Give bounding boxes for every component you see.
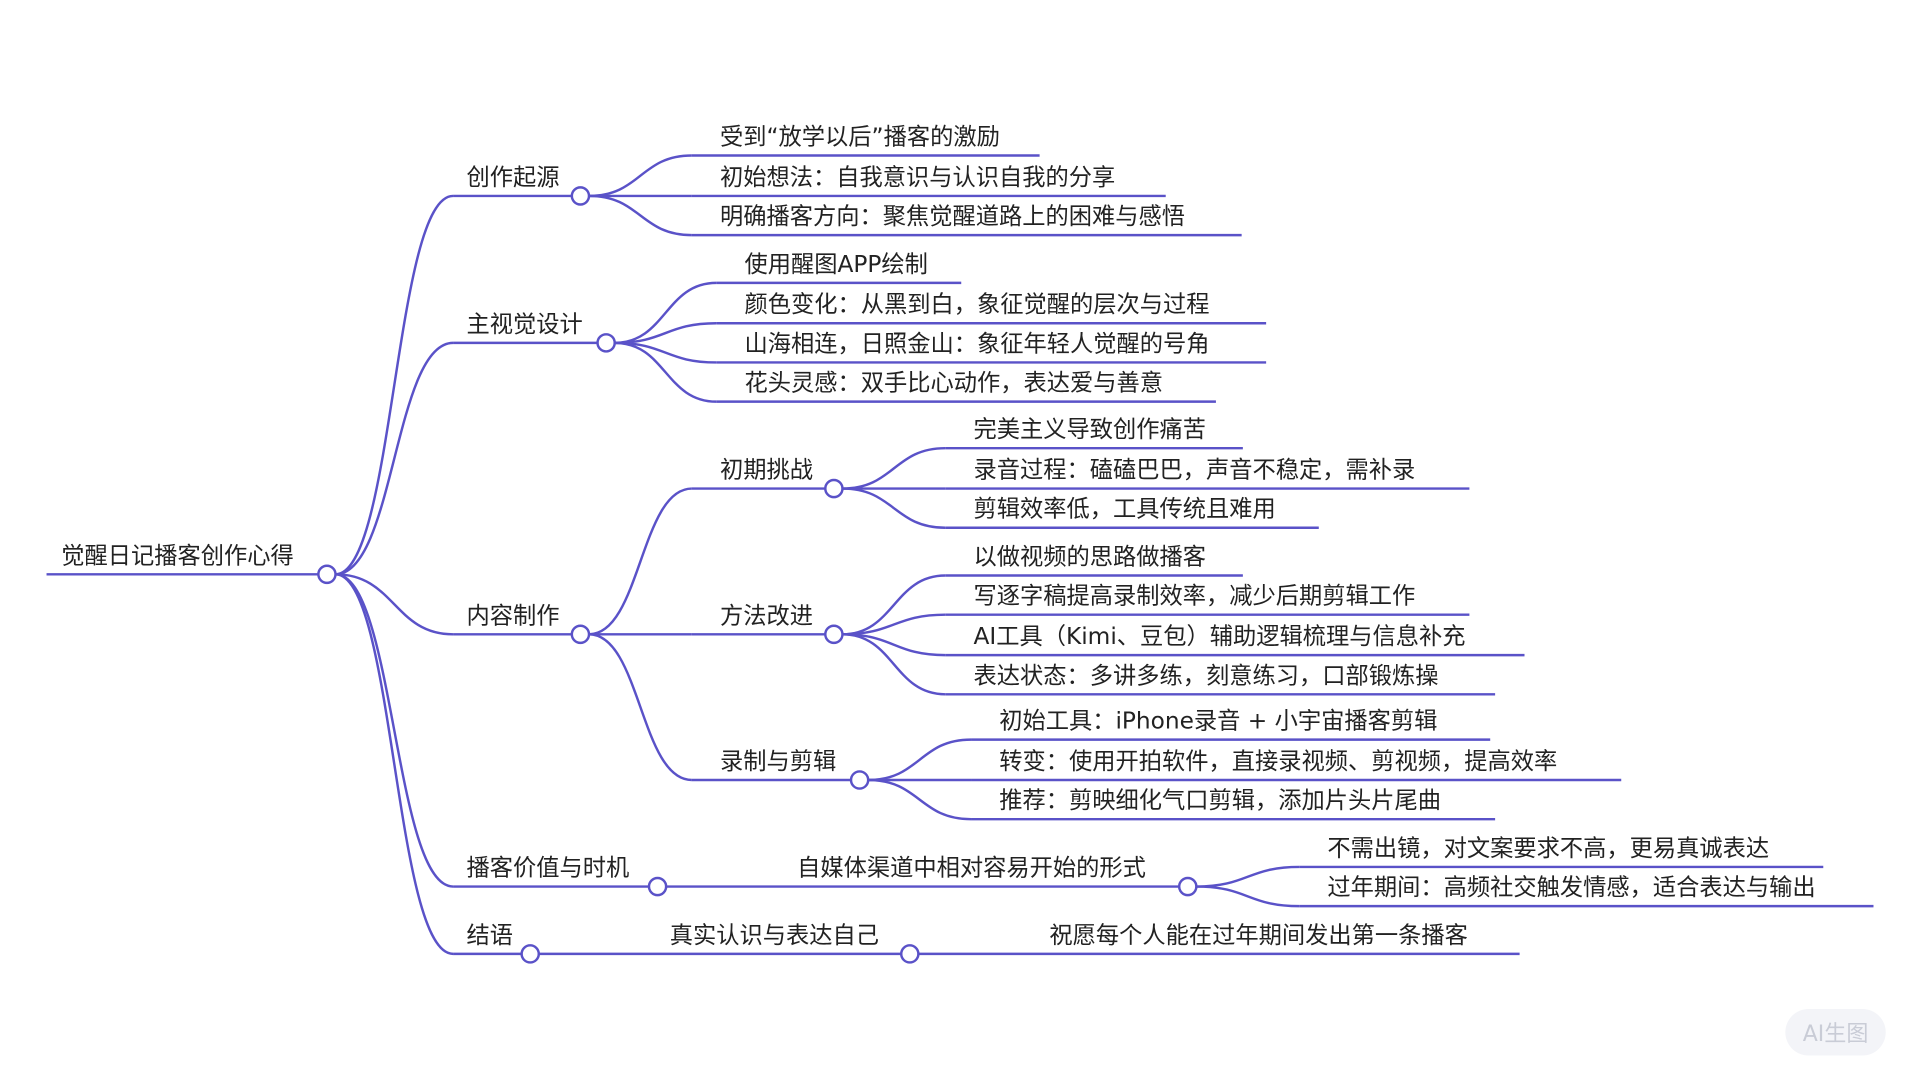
ai-watermark: AI生图 (1785, 1008, 1886, 1056)
node-label[interactable]: 祝愿每个人能在过年期间发出第一条播客 (1049, 922, 1468, 949)
node-label[interactable]: AI工具（Kimi、豆包）辅助逻辑梳理与信息补充 (973, 623, 1465, 650)
node-label[interactable]: 表达状态：多讲多练，刻意练习，口部锻炼操 (973, 662, 1438, 689)
connector-line (868, 738, 972, 782)
node-label[interactable]: 山海相连，日照金山：象征年轻人觉醒的号角 (744, 330, 1209, 357)
node-label[interactable]: 播客价值与时机 (467, 855, 630, 882)
connector-line (588, 194, 692, 237)
node-label[interactable]: 主视觉设计 (467, 311, 583, 338)
node-label[interactable]: 录制与剪辑 (720, 748, 836, 775)
connector-line (335, 573, 454, 636)
node-label[interactable]: 内容制作 (467, 602, 560, 629)
node-label[interactable]: 明确播客方向：聚焦觉醒道路上的困难与感悟 (720, 203, 1185, 230)
node-label[interactable]: 自媒体渠道中相对容易开始的形式 (797, 855, 1146, 882)
collapse-toggle-icon[interactable] (1177, 876, 1198, 897)
node-label[interactable]: 剪辑效率低，工具传统且难用 (973, 496, 1275, 523)
node-label[interactable]: 写逐字稿提高录制效率，减少后期剪辑工作 (973, 583, 1415, 610)
connector-line (588, 487, 692, 636)
node-label[interactable]: 结语 (467, 922, 514, 949)
connector-line (1196, 885, 1300, 908)
node-label[interactable]: 创作起源 (467, 164, 560, 191)
connector-line (842, 574, 946, 636)
node-label[interactable]: 真实认识与表达自己 (670, 922, 879, 949)
connector-line (335, 341, 454, 576)
node-label[interactable]: 方法改进 (720, 602, 813, 629)
connector-line (588, 633, 692, 782)
collapse-toggle-icon[interactable] (647, 876, 668, 897)
connector-line (614, 281, 717, 345)
connector-line (614, 322, 717, 345)
collapse-toggle-icon[interactable] (900, 944, 920, 964)
connector-line (1196, 865, 1300, 888)
node-label[interactable]: 初始想法：自我意识与认识自我的分享 (720, 164, 1115, 191)
node-label[interactable]: 初始工具：iPhone录音 + 小宇宙播客剪辑 (999, 708, 1437, 735)
connector-line (614, 341, 717, 403)
connector-line (842, 487, 946, 529)
node-label[interactable]: 过年期间：高频社交触发情感，适合表达与输出 (1327, 874, 1815, 901)
connector-line (335, 194, 454, 576)
collapse-toggle-icon[interactable] (570, 186, 591, 206)
connector-line (842, 446, 946, 490)
connector-line (842, 613, 946, 636)
connector-line (588, 154, 692, 198)
node-label[interactable]: 不需出镜，对文案要求不高，更易真诚表达 (1327, 835, 1769, 862)
node-label[interactable]: 完美主义导致创作痛苦 (973, 416, 1206, 443)
node-label[interactable]: 以做视频的思路做播客 (973, 543, 1206, 570)
connector-line (335, 573, 454, 888)
node-label[interactable]: 颜色变化：从黑到白，象征觉醒的层次与过程 (744, 291, 1209, 318)
collapse-toggle-icon[interactable] (824, 478, 844, 499)
collapse-toggle-icon[interactable] (317, 564, 337, 585)
node-label[interactable]: 初期挑战 (720, 457, 813, 484)
connector-line (868, 778, 972, 821)
collapse-toggle-icon[interactable] (849, 770, 870, 790)
collapse-toggle-icon[interactable] (596, 333, 616, 353)
collapse-toggle-icon[interactable] (824, 624, 844, 645)
node-label[interactable]: 使用醒图APP绘制 (744, 251, 927, 278)
collapse-toggle-icon[interactable] (520, 944, 541, 964)
node-label[interactable]: 转变：使用开拍软件，直接录视频、剪视频，提高效率 (999, 748, 1557, 775)
node-label[interactable]: 录音过程：磕磕巴巴，声音不稳定，需补录 (973, 457, 1415, 484)
collapse-toggle-icon[interactable] (570, 624, 591, 645)
connector-line (335, 573, 454, 956)
node-label[interactable]: 花头灵感：双手比心动作，表达爱与善意 (744, 370, 1163, 397)
connector-line (842, 633, 946, 696)
node-label[interactable]: 推荐：剪映细化气口剪辑，添加片头片尾曲 (999, 787, 1441, 814)
root-node-label[interactable]: 觉醒日记播客创作心得 (61, 542, 294, 569)
node-label[interactable]: 受到“放学以后”播客的激励 (720, 123, 1000, 150)
